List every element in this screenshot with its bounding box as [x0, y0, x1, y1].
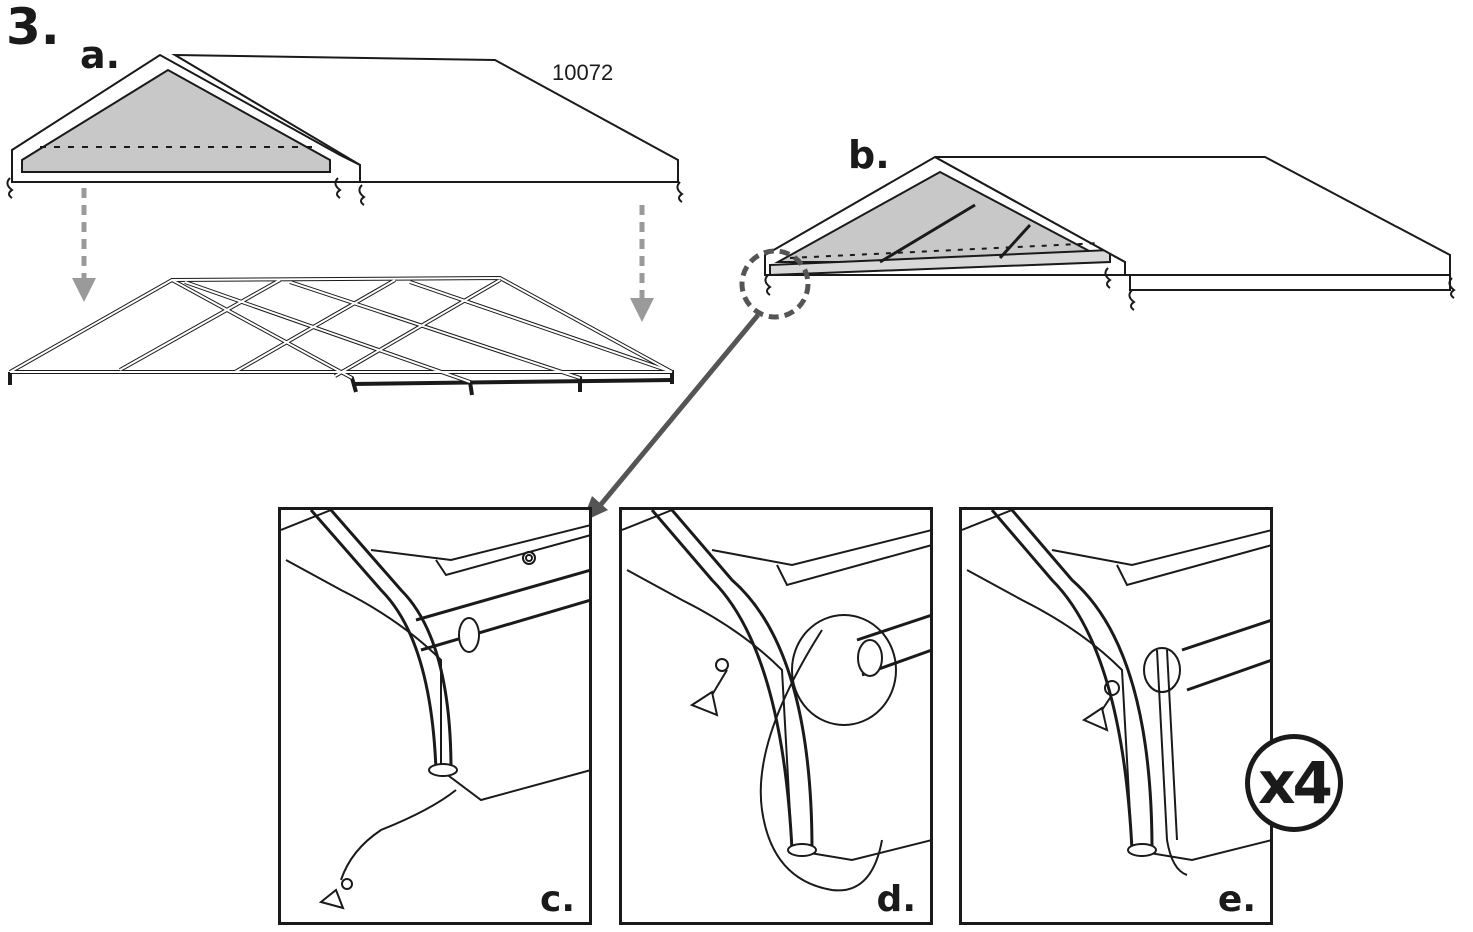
- sub-step-label-e: e.: [1217, 879, 1256, 920]
- down-arrow-icon: [72, 188, 96, 302]
- repeat-badge: x4: [1245, 734, 1343, 832]
- callout-circle: [739, 248, 811, 320]
- canopy-cover-a: [6, 53, 684, 206]
- detail-panel-e: e.: [959, 507, 1273, 925]
- canopy-on-frame-b: [764, 155, 1456, 311]
- detail-panel-c: c.: [278, 507, 592, 925]
- step-number: 3.: [6, 0, 60, 56]
- pointer-arrow-icon: [582, 313, 760, 522]
- down-arrow-icon: [630, 205, 654, 322]
- sub-step-label-c: c.: [539, 879, 575, 920]
- sub-step-label-a: a.: [80, 33, 121, 77]
- part-number: 10072: [552, 60, 614, 85]
- detail-panel-d: d.: [619, 507, 933, 925]
- sub-step-label-d: d.: [876, 879, 916, 920]
- repeat-count: x4: [1258, 749, 1333, 817]
- sub-step-label-b: b.: [848, 133, 890, 177]
